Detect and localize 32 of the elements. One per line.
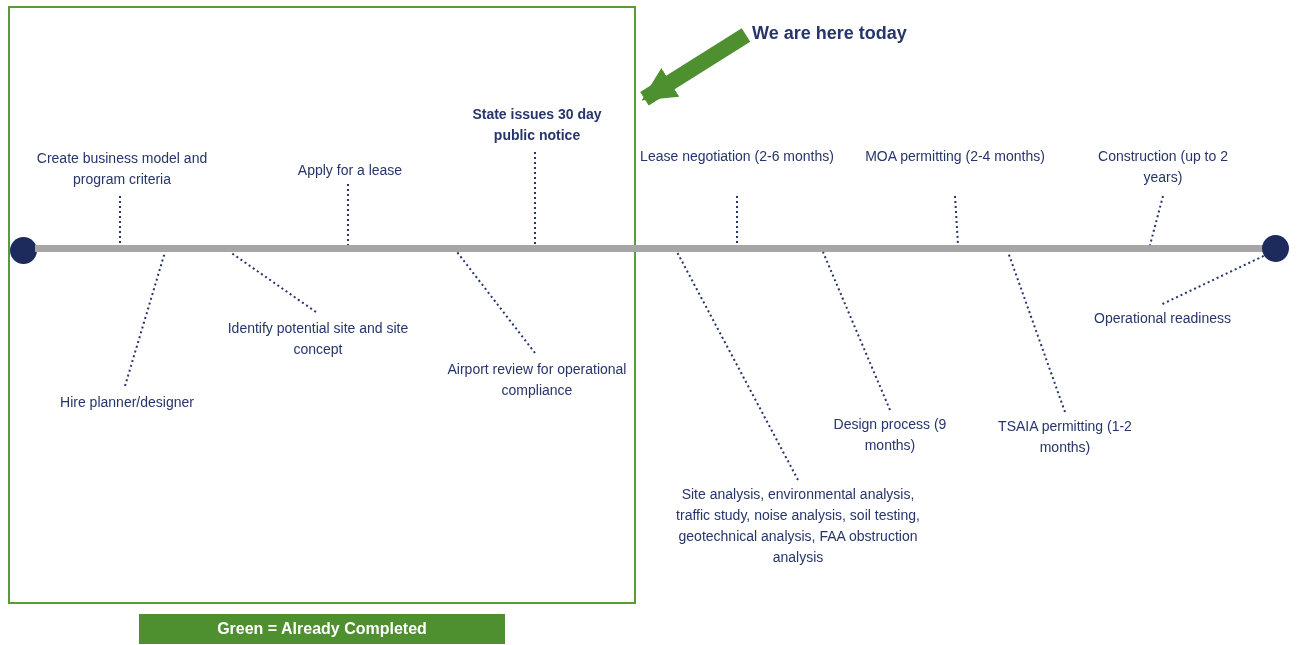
- milestone-label: Lease negotiation (2-6 months): [640, 146, 834, 194]
- leader-line: [456, 251, 536, 354]
- milestone-label: MOA permitting (2-4 months): [860, 146, 1050, 194]
- timeline-start-dot: [10, 237, 37, 264]
- leader-line: [736, 195, 738, 246]
- milestone-label: Construction (up to 2 years): [1078, 146, 1248, 194]
- leader-line: [1007, 251, 1066, 413]
- status-badge: Green = Already Completed: [139, 614, 505, 644]
- completed-phase-frame: [8, 6, 636, 604]
- leader-line: [229, 251, 317, 313]
- milestone-label: Site analysis, environmental analysis, traffic study, noise analysis, soil testing, geotechnical analysis, FAA obstruction analysis: [668, 484, 928, 580]
- timeline-bar: [35, 245, 1263, 252]
- leader-line: [954, 195, 959, 246]
- milestone-label: Hire planner/designer: [27, 392, 227, 416]
- milestone-label: Create business model and program criteria: [32, 148, 212, 196]
- leader-line: [1149, 195, 1164, 246]
- milestone-label: TSAIA permitting (1-2 months): [990, 416, 1140, 464]
- milestone-label: Operational readiness: [1065, 308, 1260, 332]
- leader-line: [119, 195, 121, 246]
- milestone-label: Identify potential site and site concept: [218, 318, 418, 366]
- leader-line: [1161, 254, 1266, 305]
- leader-line: [534, 151, 536, 246]
- pointer-arrow: [640, 28, 751, 106]
- leader-line: [347, 183, 349, 246]
- leader-line: [676, 251, 799, 481]
- timeline-end-dot: [1262, 235, 1289, 262]
- milestone-label: State issues 30 day public notice: [452, 104, 622, 152]
- milestone-label: Airport review for operational compliance: [442, 359, 632, 407]
- milestone-label: Design process (9 months): [815, 414, 965, 462]
- milestone-label: Apply for a lease: [270, 160, 430, 184]
- milestone-label: We are here today: [752, 20, 952, 46]
- leader-line: [822, 251, 891, 411]
